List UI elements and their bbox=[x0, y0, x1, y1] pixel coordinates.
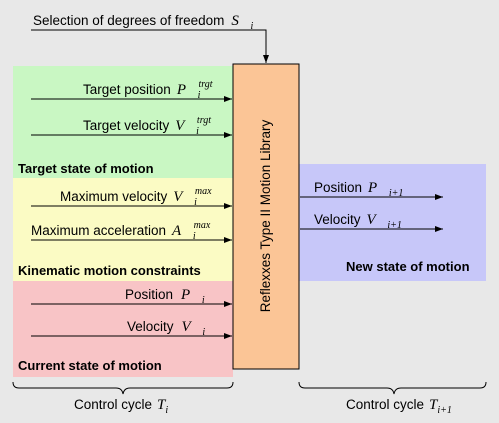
motion-library-label: Reflexxes Type II Motion Library bbox=[258, 119, 273, 312]
target-state-title: Target state of motion bbox=[18, 161, 154, 176]
motion-library-block bbox=[232, 63, 300, 370]
target-state-panel bbox=[13, 66, 233, 178]
kinematic-constraints-title: Kinematic motion constraints bbox=[18, 263, 201, 278]
new-state-title: New state of motion bbox=[346, 259, 470, 274]
selection-line bbox=[31, 29, 269, 63]
current-state-panel bbox=[13, 281, 233, 377]
new-state-panel bbox=[299, 164, 486, 281]
kinematic-constraints-panel bbox=[13, 178, 233, 281]
control-cycle-next-brace bbox=[298, 381, 487, 395]
current-state-title: Current state of motion bbox=[18, 358, 162, 373]
control-cycle-current-brace bbox=[12, 381, 234, 395]
